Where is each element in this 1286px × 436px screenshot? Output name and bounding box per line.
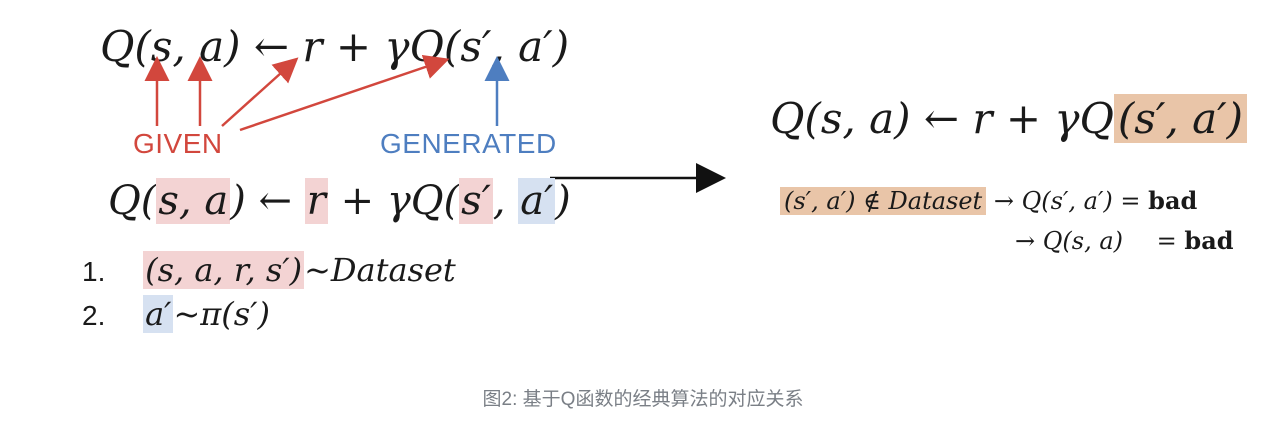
step-1-rest: ~Dataset xyxy=(304,251,456,289)
step-1-number: 1. xyxy=(82,256,106,287)
consequence-2-result: bad xyxy=(1184,226,1234,255)
mid-eq-aprime: a′ xyxy=(518,178,556,224)
step-2-rest: ~π(s′) xyxy=(173,295,270,333)
right-eq-prefix: Q(s, a) ← r + γQ xyxy=(770,94,1114,143)
mid-eq-arrow: ← xyxy=(258,178,293,224)
consequence-line-1: (s′, a′) ∉ Dataset → Q(s′, a′) = bad xyxy=(780,186,1197,215)
mid-eq-r: r xyxy=(304,178,328,224)
step-1: 1. (s, a, r, s′)~Dataset xyxy=(82,251,456,289)
arrow-given-to-sprime xyxy=(239,54,450,132)
step-2-expr: a′ xyxy=(143,295,174,333)
mid-eq-gamma-q: + γQ( xyxy=(340,178,460,224)
top-eq-aprime: a′ xyxy=(518,22,553,71)
mid-eq-close2: ) xyxy=(555,178,571,224)
top-eq-gamma-q: + γQ( xyxy=(335,22,461,71)
consequence-1-arrow: → Q(s′, a′) xyxy=(993,187,1113,215)
mid-eq-sa: s, a xyxy=(156,178,231,224)
arrow-given-to-r xyxy=(221,57,299,127)
generated-label: GENERATED xyxy=(380,128,557,159)
given-label: GIVEN xyxy=(133,128,223,159)
mid-eq-close1: ) xyxy=(230,178,246,224)
top-equation: Q(s, a) ← r + γQ(s′, a′) xyxy=(100,22,569,71)
top-eq-lhs: Q(s, a) xyxy=(100,22,241,71)
consequence-1-result: bad xyxy=(1148,186,1198,215)
figure-caption: 图2: 基于Q函数的经典算法的对应关系 xyxy=(482,389,804,410)
top-eq-close: ) xyxy=(552,22,570,71)
consequence-line-2: → Q(s, a) = bad xyxy=(1015,226,1234,255)
mid-eq-q-open: Q( xyxy=(108,178,157,224)
mid-eq-sprime: s′ xyxy=(459,178,493,224)
right-eq-highlighted: (s′, a′) xyxy=(1113,94,1248,143)
top-eq-r: r xyxy=(302,22,323,71)
mid-equation: Q(s, a) ← r + γQ(s′, a′) xyxy=(108,178,571,224)
ood-condition: (s′, a′) ∉ Dataset xyxy=(780,187,987,215)
step-1-expr: (s, a, r, s′) xyxy=(143,251,305,289)
top-eq-sprime: s′ xyxy=(460,22,492,71)
top-eq-comma: , xyxy=(491,22,505,71)
step-2: 2. a′~π(s′) xyxy=(82,295,270,333)
top-eq-arrow: ← xyxy=(253,22,290,71)
mid-eq-comma: , xyxy=(492,178,506,224)
consequence-1-eq: = xyxy=(1120,187,1141,215)
consequence-2-arrow: → Q(s, a) xyxy=(1015,227,1124,255)
step-2-number: 2. xyxy=(82,300,106,331)
consequence-2-eq: = xyxy=(1156,227,1177,255)
right-equation: Q(s, a) ← r + γQ(s′, a′) xyxy=(770,94,1248,143)
